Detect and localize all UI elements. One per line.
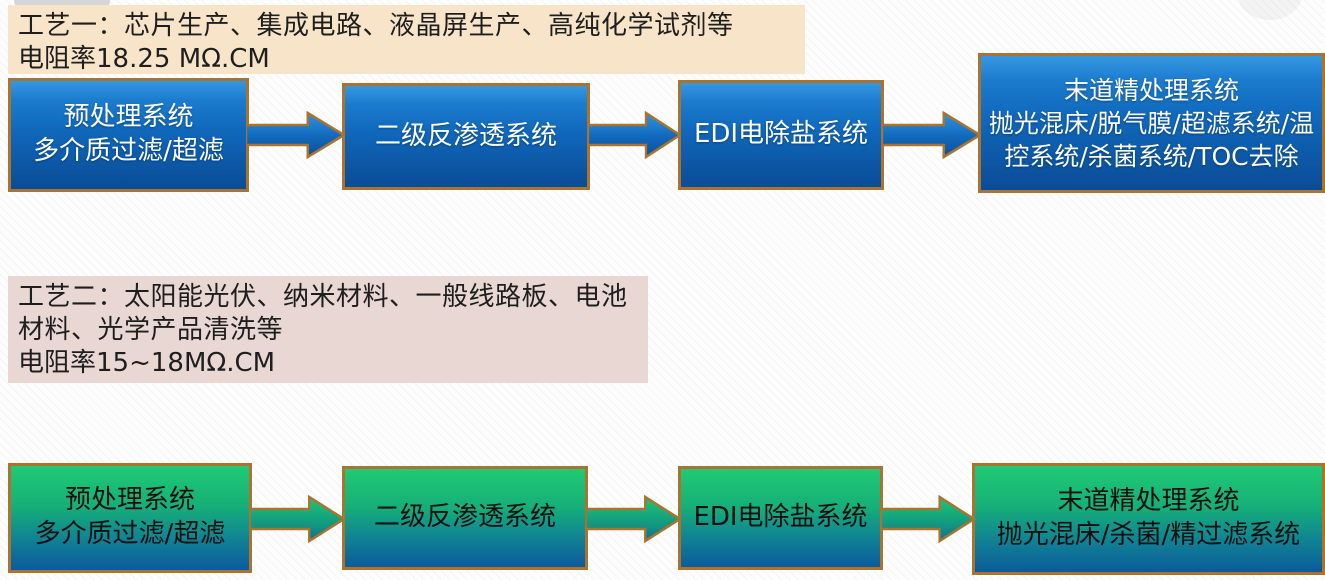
flow-arrow-icon xyxy=(246,105,344,165)
decorative-top-circle xyxy=(1238,0,1302,20)
process2-header: 工艺二：太阳能光伏、纳米材料、一般线路板、电池 材料、光学产品清洗等 电阻率15… xyxy=(8,276,648,383)
process2-step-pretreatment: 预处理系统 多介质过滤/超滤 xyxy=(8,463,252,573)
flow-arrow-icon xyxy=(882,105,980,165)
flow-arrow-icon xyxy=(586,489,680,549)
process1-header: 工艺一：芯片生产、集成电路、液晶屏生产、高纯化学试剂等 电阻率18.25 MΩ.… xyxy=(8,5,805,74)
step-title: 二级反渗透系统 xyxy=(374,120,557,151)
step-detail: 多介质过滤/超滤 xyxy=(33,136,224,166)
decorative-top-bar xyxy=(14,0,110,7)
step-title: 末道精处理系统 xyxy=(1057,486,1240,517)
flow-arrow-icon xyxy=(881,489,974,549)
process1-step-polishing: 末道精处理系统 抛光混床/脱气膜/超滤系统/温控系统/杀菌系统/TOC去除 xyxy=(978,53,1325,193)
flow-arrow-icon xyxy=(250,489,344,549)
process1-step-edi: EDI电除盐系统 xyxy=(678,80,884,190)
process1-resistivity: 电阻率18.25 MΩ.CM xyxy=(18,44,270,75)
step-title: EDI电除盐系统 xyxy=(693,119,869,150)
process2-header-line1: 工艺二：太阳能光伏、纳米材料、一般线路板、电池 xyxy=(18,282,628,312)
step-detail: 多介质过滤/超滤 xyxy=(34,519,226,549)
step-detail: 抛光混床/脱气膜/超滤系统/温控系统/杀菌系统/TOC去除 xyxy=(988,108,1315,171)
process1-header-line1: 工艺一：芯片生产、集成电路、液晶屏生产、高纯化学试剂等 xyxy=(18,11,734,41)
process2-step-ro: 二级反渗透系统 xyxy=(342,466,588,570)
process2-header-line2: 材料、光学产品清洗等 xyxy=(18,315,284,346)
step-title: 末道精处理系统 xyxy=(1063,75,1239,105)
process2-step-edi: EDI电除盐系统 xyxy=(678,466,883,570)
step-title: 预处理系统 xyxy=(63,102,194,133)
process1-step-pretreatment: 预处理系统 多介质过滤/超滤 xyxy=(8,78,249,192)
step-title: 二级反渗透系统 xyxy=(373,502,556,533)
step-detail: 抛光混床/杀菌/精过滤系统 xyxy=(996,520,1301,550)
step-title: EDI电除盐系统 xyxy=(693,502,868,533)
process1-step-ro: 二级反渗透系统 xyxy=(342,83,590,190)
step-title: 预处理系统 xyxy=(64,485,195,516)
flow-arrow-icon xyxy=(588,105,680,165)
process2-step-polishing: 末道精处理系统 抛光混床/杀菌/精过滤系统 xyxy=(972,463,1325,575)
process2-resistivity: 电阻率15~18MΩ.CM xyxy=(18,348,276,379)
